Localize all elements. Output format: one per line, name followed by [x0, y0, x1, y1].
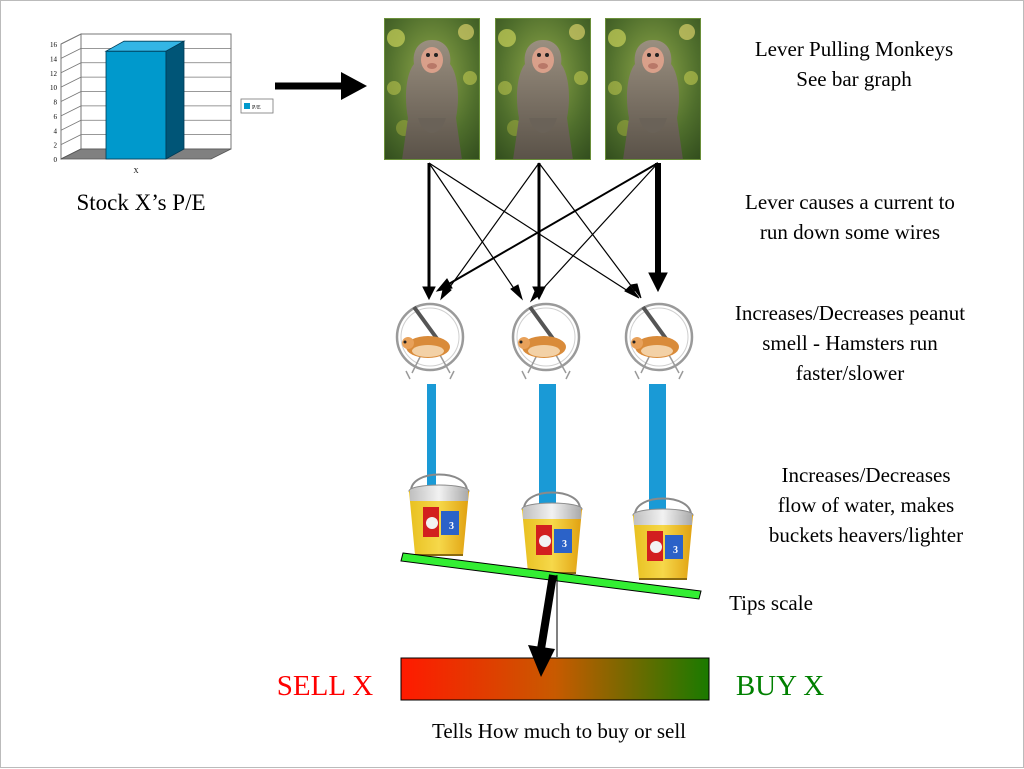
chart-y-tick-label: 10	[50, 84, 58, 92]
lever-label: Lever causes a current to run down some …	[701, 187, 999, 247]
monkeys-label-line2: See bar graph	[796, 67, 912, 91]
water-pipe-2	[539, 384, 556, 524]
chart-y-tick-label: 6	[54, 113, 58, 121]
chart-bar-side	[165, 40, 185, 160]
monkeys-label: Lever Pulling Monkeys See bar graph	[701, 34, 1007, 94]
hamster-wheel-2	[511, 302, 581, 381]
wire-1-2	[428, 162, 518, 294]
chart-gridline-side	[60, 119, 82, 131]
lever-label-line2: run down some wires	[759, 220, 941, 244]
chart-x-tick-label: X	[133, 167, 138, 175]
wire-3-1	[446, 162, 659, 286]
buy-sell-meter	[400, 657, 710, 701]
wire-3-1-head	[435, 278, 453, 292]
wire-3-2-head	[529, 288, 543, 303]
hamster-label-line3: faster/slower	[795, 361, 905, 385]
wire-2-1	[446, 162, 540, 292]
wire-1-3-head	[624, 285, 640, 299]
hamster-label: Increases/Decreases peanut smell - Hamst…	[701, 298, 999, 388]
water-label-line1: Increases/Decreases	[781, 463, 951, 487]
tips-scale-label: Tips scale	[729, 591, 813, 615]
hamster-label-line1: Increases/Decreases peanut	[734, 301, 966, 325]
chart-y-tick-label: 8	[54, 99, 58, 107]
chart-y-tick-label: 12	[50, 70, 58, 78]
bucket-1	[408, 473, 470, 556]
tells-label: Tells How much to buy or sell	[432, 719, 686, 743]
water-label-line2: flow of water, makes	[777, 493, 955, 517]
chart-gridline-side	[60, 62, 82, 74]
chart-bar-front	[105, 50, 167, 160]
chart-y-tick-label: 4	[54, 127, 58, 135]
chart-gridline-side	[60, 48, 82, 59]
water-pipe-1	[427, 384, 436, 504]
wire-2-3	[538, 162, 636, 292]
monkey-image-2	[495, 18, 591, 160]
chart-gridline-side	[60, 105, 82, 117]
bucket-2	[521, 491, 583, 574]
chart-legend-swatch	[244, 103, 250, 109]
chart-gridline-side	[60, 134, 82, 145]
chart-y-tick-label: 16	[50, 41, 58, 49]
lever-label-line1: Lever causes a current to	[745, 190, 955, 214]
water-pipe-3	[649, 384, 666, 530]
wire-3-2	[538, 162, 659, 294]
water-label-line3: buckets heavers/lighter	[768, 523, 964, 547]
wire-1-2-head	[510, 284, 523, 301]
chart-gridline-side	[60, 76, 82, 88]
bucket-3	[632, 497, 694, 580]
monkeys-label-line1: Lever Pulling Monkeys	[754, 37, 954, 61]
wire-3-3-head	[648, 272, 668, 293]
wire-2-3-head	[630, 283, 642, 299]
hamster-label-line2: smell - Hamsters run	[762, 331, 938, 355]
chart-y-tick-label: 0	[54, 156, 58, 164]
chart-gridline-side	[60, 33, 82, 45]
sell-label: SELL X	[276, 670, 374, 702]
wires	[422, 162, 668, 303]
chart-gridline-side	[60, 91, 82, 102]
wire-1-1-head	[422, 286, 436, 301]
chart-caption: Stock X’s P/E	[76, 190, 206, 215]
wire-1-3	[428, 162, 632, 294]
chart-legend-box	[240, 98, 274, 114]
chart-y-tick-label: 2	[54, 142, 58, 150]
buy-label: BUY X	[735, 670, 825, 702]
chart-to-monkeys-arrow	[275, 72, 367, 100]
chart-y-tick-label: 14	[50, 55, 58, 63]
hamster-wheel-3	[624, 302, 694, 381]
hamster-wheel-1	[395, 302, 465, 381]
water-label: Increases/Decreases flow of water, makes…	[731, 460, 1001, 550]
pe-bar-chart: 0 2 4 6 8 10 12 14 16X P/E	[50, 33, 274, 175]
indicator-arrow-head	[528, 645, 555, 677]
chart-plot: 0 2 4 6 8 10 12 14 16X P/E	[50, 33, 274, 175]
monkey-image-1	[384, 18, 480, 160]
monkey-image-3	[605, 18, 701, 160]
chart-legend-label: P/E	[252, 105, 261, 111]
indicator-arrow-shaft	[537, 574, 557, 650]
